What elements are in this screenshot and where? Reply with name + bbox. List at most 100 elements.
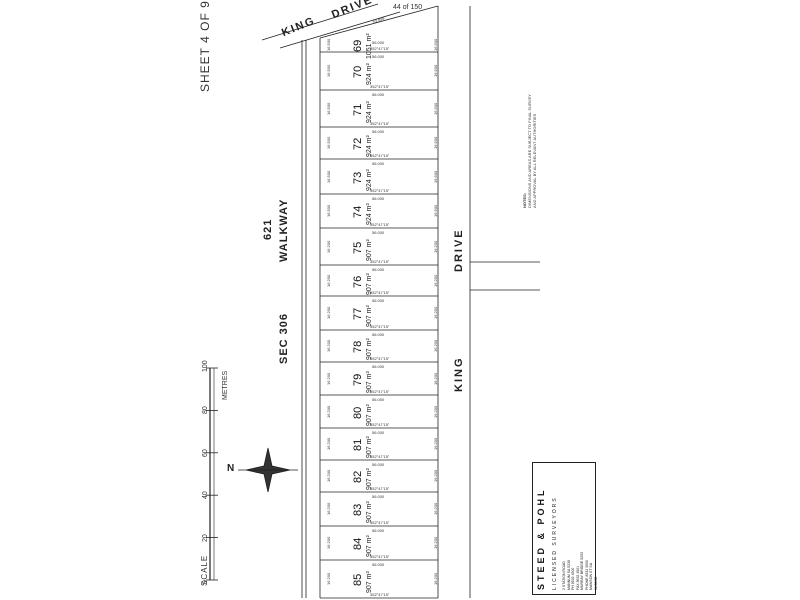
lot-bearing: 352°47'15" xyxy=(370,46,390,51)
lot-depth: 56.000 xyxy=(372,129,385,134)
lot-bearing: 352°47'15" xyxy=(370,486,390,491)
sheet-label: SHEET 4 OF 9 xyxy=(198,0,212,92)
lot-frontage-front: 16.200 xyxy=(433,240,438,253)
road-label-king-right: KING xyxy=(453,356,465,393)
walkway-label: WALKWAY xyxy=(278,198,290,262)
lot-depth: 56.000 xyxy=(372,40,385,45)
king-drive-top-road-line-2 xyxy=(279,11,401,49)
lot-frontage: 16.200 xyxy=(326,405,331,418)
lot-number: 73 xyxy=(352,171,364,184)
lot-bearing: 352°47'15" xyxy=(370,84,390,89)
lot-bearing: 352°47'15" xyxy=(370,554,390,559)
lot-area: 924 m² xyxy=(366,63,373,85)
scale-tick-label: 20 xyxy=(202,533,209,542)
lot-area: 924 m² xyxy=(366,100,373,123)
lot-depth: 56.000 xyxy=(372,462,385,467)
lot-frontage-front: 16.500 xyxy=(433,64,438,77)
lot-depth: 56.000 xyxy=(372,230,385,235)
lot-frontage-front: 16.500 xyxy=(433,102,438,115)
lot-bearing: 352°47'15" xyxy=(370,454,390,459)
lot-number: 70 xyxy=(352,65,364,78)
lot-bearing: 352°47'15" xyxy=(370,389,390,394)
lot-depth: 56.000 xyxy=(372,267,385,272)
company-name: STEED & POHL xyxy=(536,487,546,590)
lot-number: 76 xyxy=(352,275,364,288)
lot-frontage-front: 16.200 xyxy=(433,536,438,549)
lot-bearing: 352°47'15" xyxy=(370,356,390,361)
king-drive-top-road-line xyxy=(261,3,379,41)
lot-frontage: 16.500 xyxy=(326,136,331,149)
lot-bearing: 352°47'15" xyxy=(370,422,390,427)
lot-area: 907 m² xyxy=(366,571,373,593)
lot-frontage-front: 16.200 xyxy=(433,274,438,287)
lot-depth: 56.000 xyxy=(372,161,385,166)
lot-bearing: 352°47'15" xyxy=(370,188,390,193)
lot-frontage-front: 16.200 xyxy=(433,502,438,515)
lot-frontage: 16.200 xyxy=(326,572,331,585)
lot-bearing: 352°47'15" xyxy=(370,324,390,329)
lot-depth: 56.000 xyxy=(372,332,385,337)
lot-frontage: 16.200 xyxy=(326,274,331,287)
lot-frontage-front: 16.200 xyxy=(433,372,438,385)
lot-frontage-front: 16.200 xyxy=(433,572,438,585)
lot-frontage: 16.200 xyxy=(326,469,331,482)
lot-frontage: 16.500 xyxy=(326,102,331,115)
lot-depth: 56.000 xyxy=(372,494,385,499)
lot-number: 77 xyxy=(352,307,364,320)
lot-number: 78 xyxy=(352,340,364,353)
lot-number: 81 xyxy=(352,438,364,451)
lot-frontage-front: 16.500 xyxy=(433,204,438,217)
lot-frontage: 16.200 xyxy=(326,437,331,450)
title-block xyxy=(532,462,596,595)
notes-block: NOTES: DIMENSIONS AND AREAS ARE SUBJECT … xyxy=(522,94,537,208)
top-boundary-bearing: 44 of 150 xyxy=(393,4,423,11)
lot-bearing: 352°47'15" xyxy=(370,520,390,525)
lot-number: 85 xyxy=(352,573,364,586)
scale-unit: METRES xyxy=(222,370,229,400)
king-drive-top-boundary xyxy=(319,5,439,39)
lot-frontage-front: 16.500 xyxy=(433,136,438,149)
company-detail-line: 11/06/08 xyxy=(593,576,598,590)
lot-depth: 56.000 xyxy=(372,562,385,567)
lot-frontage: 16.500 xyxy=(326,64,331,77)
lot-frontage-front: 16.200 xyxy=(433,339,438,352)
lot-depth: 56.000 xyxy=(372,397,385,402)
lot-area: 907 m² xyxy=(366,238,373,261)
lot-depth: 56.000 xyxy=(372,430,385,435)
lot-frontage-front: 16.500 xyxy=(433,170,438,183)
notes-line-2: AND APPROVAL BY ALL RELEVANT AUTHORITIES xyxy=(532,113,537,208)
lot-number: 69 xyxy=(352,39,364,52)
lot-bearing: 352°47'15" xyxy=(370,153,390,158)
lot-bearing: 352°47'15" xyxy=(370,222,390,227)
north-arrow-label: N xyxy=(227,463,236,474)
lot-frontage-front: 16.200 xyxy=(433,405,438,418)
lot-frontage: 16.200 xyxy=(326,372,331,385)
lot-frontage: 16.500 xyxy=(326,170,331,183)
lot-number: 84 xyxy=(352,537,364,550)
lot-frontage: 16.200 xyxy=(326,240,331,253)
lot-number: 72 xyxy=(352,137,364,150)
lot-bearing: 352°47'15" xyxy=(370,259,390,264)
walkway-number: 621 xyxy=(262,218,274,240)
lot-number: 79 xyxy=(352,373,364,386)
scale-tick-label: 60 xyxy=(202,449,209,457)
scale-tick-label: 100 xyxy=(202,360,209,372)
lot-bearing: 352°47'15" xyxy=(370,592,390,597)
lot-bearing: 352°47'15" xyxy=(370,290,390,295)
lot-frontage-front: 16.200 xyxy=(433,306,438,319)
scale-tick-label: 40 xyxy=(202,491,209,500)
lot-depth: 56.000 xyxy=(372,298,385,303)
lot-number: 75 xyxy=(352,241,364,254)
scale-tick-label: 80 xyxy=(202,406,209,415)
lot-number: 74 xyxy=(352,205,364,218)
scale-tick-label: 0 xyxy=(202,580,209,584)
lot-frontage: 16.200 xyxy=(326,536,331,549)
lot-depth: 56.000 xyxy=(372,54,385,59)
lot-frontage-front: 16.500 xyxy=(433,38,438,51)
lot-frontage: 16.500 xyxy=(326,204,331,217)
lot-number: 80 xyxy=(352,406,364,419)
section-label: SEC 306 xyxy=(278,312,290,364)
lot-frontage: 16.200 xyxy=(326,306,331,319)
